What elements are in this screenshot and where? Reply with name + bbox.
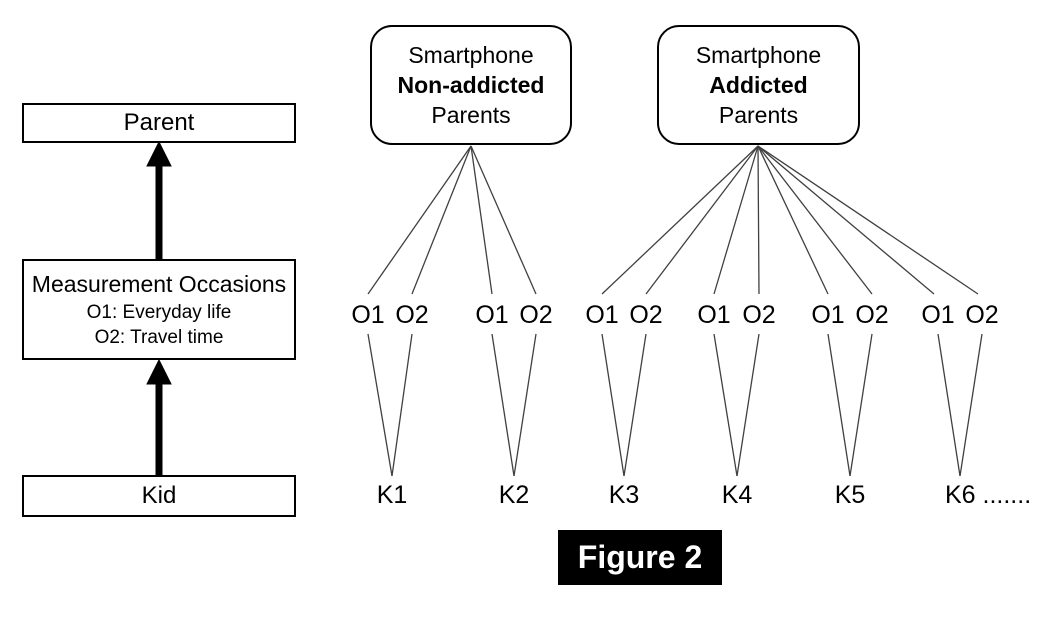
addicted-parents-box: Smartphone Addicted Parents [657,25,860,145]
kid-label-3: K3 [608,481,640,509]
occasion-1-description: O1: Everyday life [86,302,232,323]
occasion-label-8: O2 [742,301,776,329]
occasion-label-1: O1 [351,301,385,329]
kid-label-2: K2 [498,481,530,509]
nonaddicted-line-3: Parents [431,102,511,128]
occasion-label-9: O1 [811,301,845,329]
kid-label-5: K5 [834,481,866,509]
occasion-label-7: O1 [697,301,731,329]
occasion-label-5: O1 [585,301,619,329]
fan-lines-nonaddicted [367,145,537,295]
kid-label-6: K6 ....... [945,481,1032,509]
arrow-kid-to-occasions [146,358,172,475]
occasion-label-3: O1 [475,301,509,329]
occasion-label-2: O2 [395,301,429,329]
nonaddicted-line-1: Smartphone [408,42,534,68]
fan-lines-addicted [601,145,979,295]
occasion-label-11: O1 [921,301,955,329]
kid-box-label: Kid [141,481,177,509]
measurement-occasions-title: Measurement Occasions [31,271,287,297]
occasion-label-12: O2 [965,301,999,329]
occasion-label-4: O2 [519,301,553,329]
measurement-occasions-box: Measurement Occasions O1: Everyday life … [22,259,296,360]
parent-box-label: Parent [123,108,195,136]
occasion-label-6: O2 [629,301,663,329]
occasion-to-kid-lines [367,333,983,477]
addicted-line-1: Smartphone [695,42,822,68]
figure-caption-text: Figure 2 [577,539,703,575]
addicted-line-3: Parents [718,102,799,128]
occasion-2-description: O2: Travel time [94,327,224,348]
arrow-occasions-to-parent [146,140,172,259]
nonaddicted-line-2: Non-addicted [397,72,545,98]
kid-label-4: K4 [721,481,753,509]
kid-box: Kid [22,475,296,517]
kid-label-1: K1 [376,481,408,509]
addicted-line-2: Addicted [709,72,808,98]
parent-box: Parent [22,103,296,143]
figure-caption: Figure 2 [558,530,722,585]
occasion-label-10: O2 [855,301,889,329]
nonaddicted-parents-box: Smartphone Non-addicted Parents [370,25,572,145]
